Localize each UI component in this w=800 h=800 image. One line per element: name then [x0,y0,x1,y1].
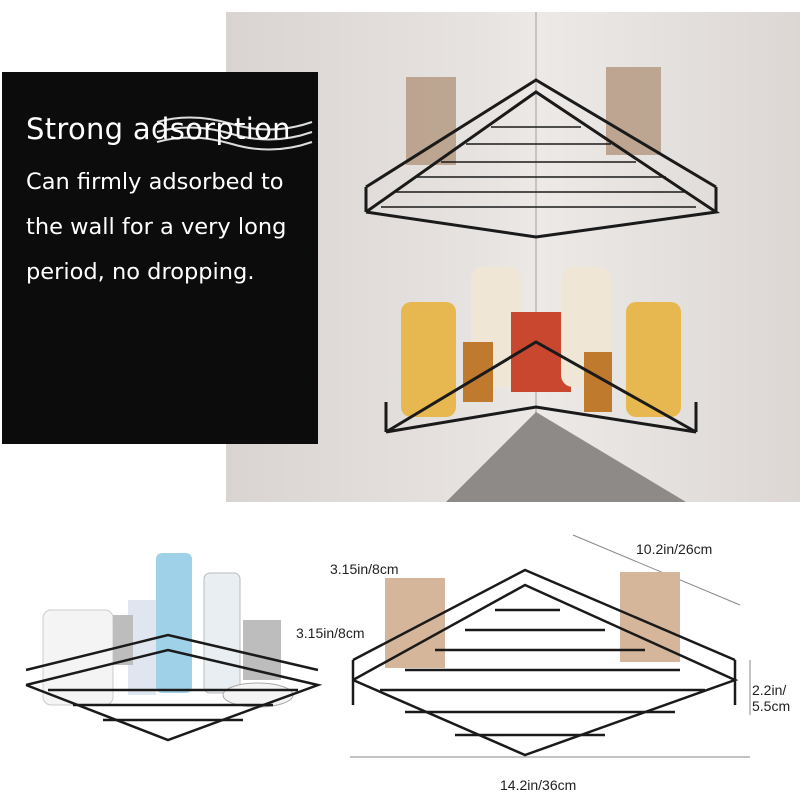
bottles [401,267,681,417]
dimension-diagram [350,534,751,758]
feature-description: Can firmly adsorbed to the wall for a ve… [26,169,287,285]
dimension-hook-height: 3.15in/8cm [296,625,365,641]
suction-hook [620,572,680,662]
corner-shelves-illustration [364,12,721,502]
dimension-height: 2.2in/ 5.5cm [752,682,791,714]
dimension-width: 14.2in/36cm [500,777,577,793]
dimension-length: 10.2in/26cm [636,541,713,557]
product-photo-with-toiletries [25,553,323,742]
feature-title: Strong adsorption [26,112,291,146]
upper-shelf-wires [381,126,696,208]
suction-hook [406,77,456,165]
lower-shelf [384,340,698,434]
product-photo-wall-corner [226,12,800,502]
dimension-hook-width: 3.15in/8cm [330,561,399,577]
suction-hook [385,578,445,668]
waves-icon [156,116,313,151]
upper-shelf [364,78,721,239]
suction-hook [606,67,661,155]
feature-panel [2,72,318,444]
